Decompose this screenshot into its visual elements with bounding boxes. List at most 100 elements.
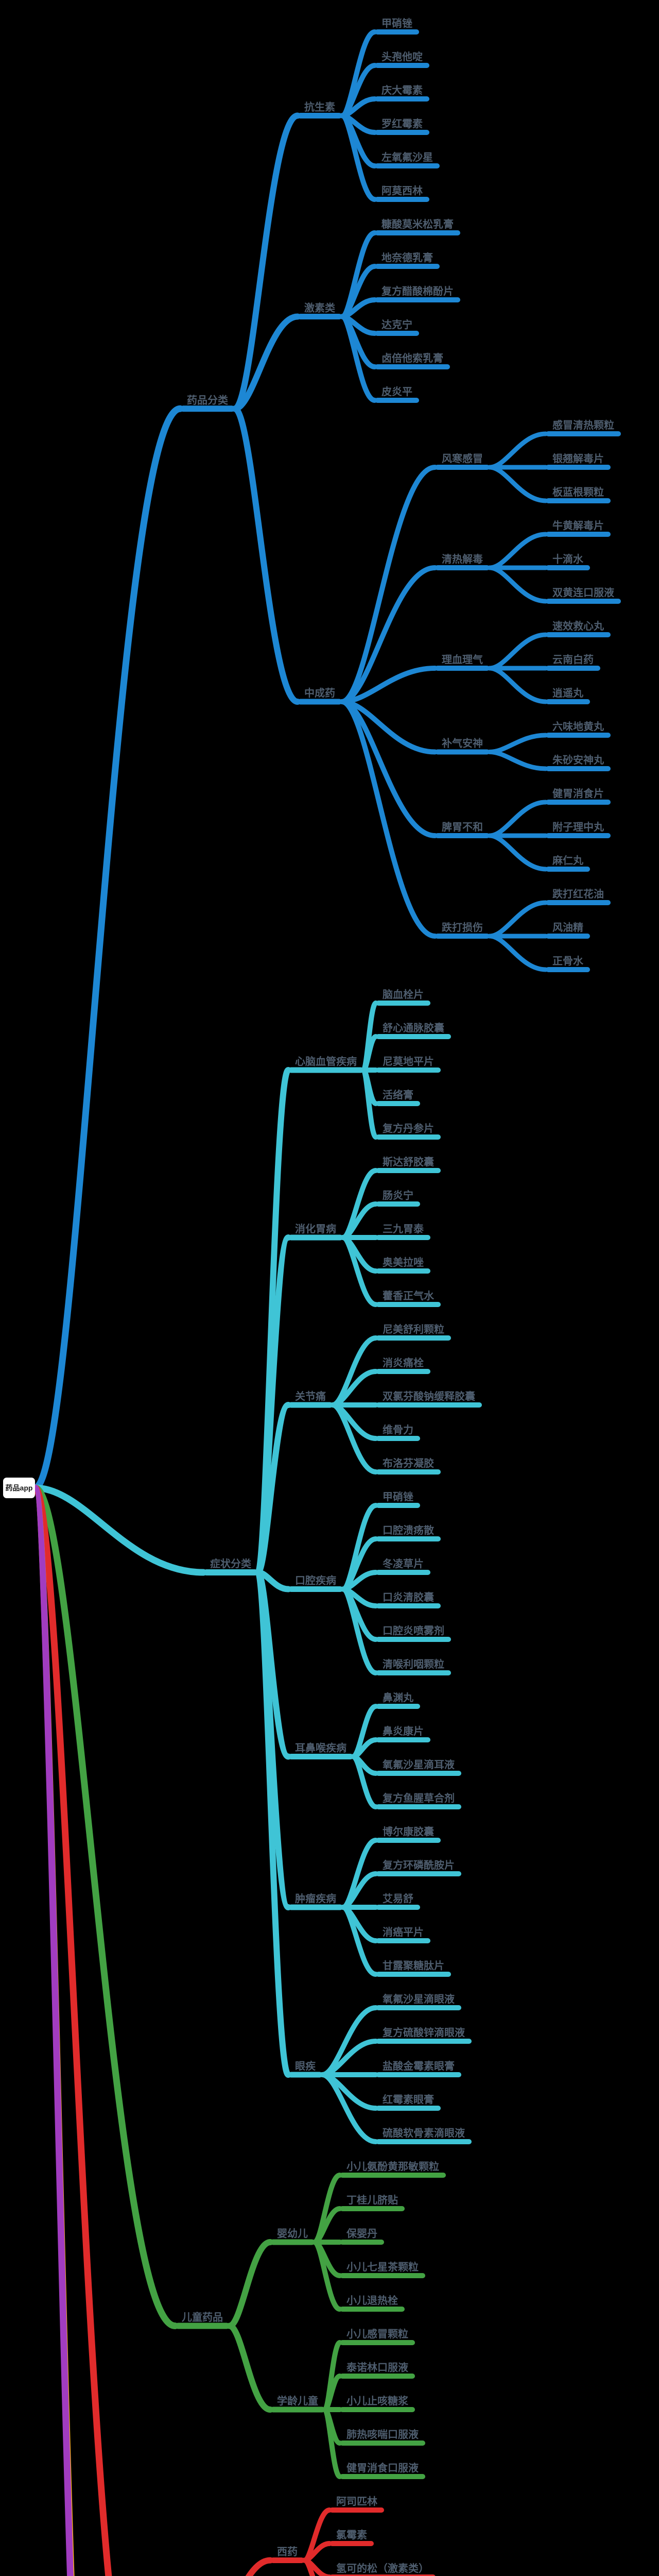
mindmap-node[interactable]: 尼美舒利颗粒 bbox=[376, 1323, 451, 1341]
mindmap-node[interactable]: 氢可的松（激素类） bbox=[330, 2562, 436, 2576]
mindmap-node[interactable]: 口炎清胶囊 bbox=[376, 1591, 441, 1608]
mindmap-node[interactable]: 维骨力 bbox=[376, 1423, 420, 1441]
mindmap-node[interactable]: 糠酸莫米松乳膏 bbox=[375, 218, 460, 235]
mindmap-node[interactable]: 丁桂儿脐贴 bbox=[340, 2194, 405, 2211]
mindmap-node[interactable]: 卤倍他索乳膏 bbox=[375, 352, 450, 369]
mindmap-node[interactable]: 阿莫西林 bbox=[375, 184, 429, 202]
mindmap-node[interactable]: 麻仁丸 bbox=[546, 854, 590, 872]
mindmap-node[interactable]: 庆大霉素 bbox=[375, 84, 429, 101]
mindmap-node[interactable]: 藿香正气水 bbox=[376, 1290, 441, 1307]
mindmap-node[interactable]: 双氯芬酸钠缓释胶囊 bbox=[376, 1390, 482, 1408]
mindmap-node[interactable]: 博尔康胶囊 bbox=[376, 1825, 441, 1843]
mindmap-node[interactable]: 地奈德乳膏 bbox=[375, 251, 440, 269]
mindmap-node[interactable]: 活络膏 bbox=[376, 1089, 420, 1106]
mindmap-node[interactable]: 奥美拉唑 bbox=[376, 1256, 430, 1274]
mindmap-node[interactable]: 西药 bbox=[270, 2546, 304, 2564]
mindmap-node[interactable]: 红霉素眼膏 bbox=[376, 2093, 441, 2111]
mindmap-node[interactable]: 斯达舒胶囊 bbox=[376, 1156, 441, 1173]
mindmap-node[interactable]: 药品分类 bbox=[180, 394, 235, 412]
mindmap-node[interactable]: 双黄连口服液 bbox=[546, 586, 621, 604]
mindmap-node[interactable]: 冬凌草片 bbox=[376, 1557, 430, 1575]
mindmap-node[interactable]: 保婴丹 bbox=[340, 2228, 384, 2245]
mindmap-node[interactable]: 板蓝根颗粒 bbox=[546, 486, 611, 503]
mindmap-node[interactable]: 关节痛 bbox=[288, 1390, 333, 1408]
mindmap-node[interactable]: 抗生素 bbox=[298, 101, 342, 119]
mindmap-node[interactable]: 左氧氟沙星 bbox=[375, 151, 440, 168]
mindmap-node[interactable]: 清喉利咽颗粒 bbox=[376, 1658, 451, 1675]
mindmap-node[interactable]: 风寒感冒 bbox=[435, 452, 490, 470]
mindmap-node[interactable]: 朱砂安神丸 bbox=[546, 754, 611, 771]
mindmap-node[interactable]: 心脑血管疾病 bbox=[288, 1055, 363, 1073]
mindmap-node[interactable]: 脑血栓片 bbox=[376, 988, 430, 1006]
mindmap-node[interactable]: 罗红霉素 bbox=[375, 117, 429, 135]
mindmap-node[interactable]: 氯霉素 bbox=[330, 2529, 374, 2546]
mindmap-node[interactable]: 六味地黄丸 bbox=[546, 720, 611, 738]
mindmap-node[interactable]: 消炎痛栓 bbox=[376, 1357, 430, 1374]
mindmap-node[interactable]: 清热解毒 bbox=[435, 553, 490, 570]
mindmap-node[interactable]: 甲硝锉 bbox=[375, 17, 419, 35]
mindmap-node[interactable]: 跌打损伤 bbox=[435, 921, 490, 939]
mindmap-node[interactable]: 鼻炎康片 bbox=[376, 1725, 430, 1742]
mindmap-node[interactable]: 学龄儿童 bbox=[270, 2395, 325, 2413]
mindmap-node[interactable]: 三九胃泰 bbox=[376, 1223, 430, 1240]
mindmap-node[interactable]: 感冒清热颗粒 bbox=[546, 419, 621, 436]
mindmap-node[interactable]: 附子理中丸 bbox=[546, 821, 611, 838]
mindmap-node[interactable]: 健胃消食口服液 bbox=[340, 2462, 425, 2479]
mindmap-node[interactable]: 复方环磷酰胺片 bbox=[376, 1859, 461, 1876]
mindmap-node[interactable]: 肿瘤疾病 bbox=[288, 1892, 343, 1910]
mindmap-node[interactable]: 甲硝锉 bbox=[376, 1490, 420, 1508]
mindmap-node[interactable]: 小儿七星茶颗粒 bbox=[340, 2261, 425, 2278]
mindmap-node[interactable]: 尼莫地平片 bbox=[376, 1055, 441, 1073]
mindmap-node[interactable]: 婴幼儿 bbox=[270, 2227, 315, 2245]
mindmap-node[interactable]: 复方鱼腥草合剂 bbox=[376, 1792, 461, 1809]
mindmap-node[interactable]: 氧氟沙星滴耳液 bbox=[376, 1758, 461, 1776]
mindmap-node[interactable]: 舒心通脉胶囊 bbox=[376, 1022, 451, 1039]
mindmap-node[interactable]: 泰诺林口服液 bbox=[340, 2361, 415, 2379]
mindmap-node[interactable]: 理血理气 bbox=[435, 653, 490, 671]
mindmap-node[interactable]: 复方醋酸棉酚片 bbox=[375, 285, 460, 302]
mindmap-node[interactable]: 肺热咳喘口服液 bbox=[340, 2428, 425, 2446]
mindmap-node[interactable]: 口腔疾病 bbox=[288, 1574, 343, 1592]
mindmap-node[interactable]: 布洛芬凝胶 bbox=[376, 1457, 441, 1475]
mindmap-node[interactable]: 跌打红花油 bbox=[546, 888, 611, 905]
mindmap-node[interactable]: 口腔炎喷雾剂 bbox=[376, 1624, 451, 1642]
mindmap-node[interactable]: 消化胃病 bbox=[288, 1223, 343, 1241]
mindmap-node[interactable]: 脾胃不和 bbox=[435, 821, 490, 838]
mindmap-node[interactable]: 达克宁 bbox=[375, 318, 419, 336]
mindmap-node[interactable]: 速效救心丸 bbox=[546, 620, 611, 637]
mindmap-node[interactable]: 激素类 bbox=[298, 302, 342, 320]
mindmap-node[interactable]: 症状分类 bbox=[203, 1557, 258, 1575]
mindmap-node[interactable]: 小儿退热栓 bbox=[340, 2294, 405, 2312]
mindmap-node[interactable]: 小儿氨酚黄那敏颗粒 bbox=[340, 2160, 446, 2178]
mindmap-node[interactable]: 复方硫酸锌滴眼液 bbox=[376, 2026, 472, 2044]
mindmap-node[interactable]: 十滴水 bbox=[546, 553, 590, 570]
mindmap-node[interactable]: 儿童药品 bbox=[175, 2311, 230, 2329]
mindmap-node[interactable]: 头孢他啶 bbox=[375, 50, 429, 68]
mindmap-node[interactable]: 小儿感冒颗粒 bbox=[340, 2328, 415, 2345]
mindmap-node[interactable]: 逍遥丸 bbox=[546, 687, 590, 704]
mindmap-node[interactable]: 复方丹参片 bbox=[376, 1122, 441, 1140]
mindmap-node[interactable]: 银翘解毒片 bbox=[546, 452, 611, 470]
mindmap-node[interactable]: 正骨水 bbox=[546, 955, 590, 972]
mindmap-node[interactable]: 云南白药 bbox=[546, 653, 600, 671]
mindmap-node[interactable]: 小儿止咳糖浆 bbox=[340, 2395, 415, 2412]
mindmap-node[interactable]: 甘露聚糖肽片 bbox=[376, 1959, 451, 1977]
mindmap-node[interactable]: 中成药 bbox=[298, 687, 342, 705]
mindmap-node[interactable]: 皮炎平 bbox=[375, 385, 419, 403]
mindmap-node[interactable]: 硫酸软骨素滴眼液 bbox=[376, 2127, 472, 2144]
mindmap-node[interactable]: 牛黄解毒片 bbox=[546, 519, 611, 537]
mindmap-node[interactable]: 阿司匹林 bbox=[330, 2495, 384, 2513]
mindmap-node[interactable]: 艾易舒 bbox=[376, 1892, 420, 1910]
root-node[interactable]: 药品app bbox=[3, 1478, 35, 1498]
mindmap-node[interactable]: 鼻渊丸 bbox=[376, 1691, 420, 1709]
mindmap-node[interactable]: 健胃消食片 bbox=[546, 787, 611, 805]
mindmap-node[interactable]: 肠炎宁 bbox=[376, 1189, 420, 1207]
mindmap-node[interactable]: 消癌平片 bbox=[376, 1926, 430, 1943]
mindmap-node[interactable]: 口腔溃疡散 bbox=[376, 1524, 441, 1541]
mindmap-node[interactable]: 眼疾 bbox=[288, 2060, 322, 2078]
mindmap-node[interactable]: 盐酸金霉素眼膏 bbox=[376, 2060, 461, 2077]
mindmap-node[interactable]: 耳鼻喉疾病 bbox=[288, 1742, 353, 1760]
mindmap-node[interactable]: 风油精 bbox=[546, 921, 590, 939]
mindmap-node[interactable]: 氧氟沙星滴眼液 bbox=[376, 1993, 461, 2010]
mindmap-node[interactable]: 补气安神 bbox=[435, 737, 490, 755]
